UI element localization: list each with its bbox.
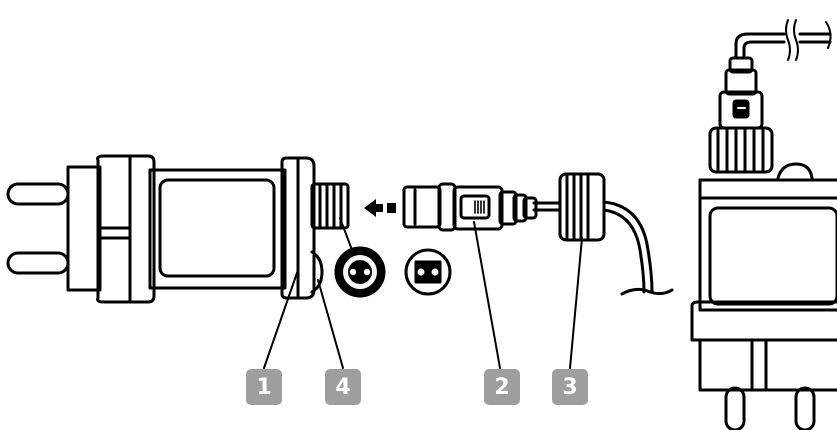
connector-grip	[452, 185, 504, 231]
assembled-label-panel	[708, 206, 837, 306]
power-adapter	[6, 154, 353, 369]
leader-3	[569, 237, 583, 369]
top-cable	[734, 32, 786, 60]
threaded-socket	[310, 182, 350, 230]
plug-pin-top	[6, 182, 70, 206]
plug-face	[66, 165, 102, 292]
chain-cable	[602, 200, 654, 294]
leader-1	[263, 269, 299, 369]
socket-face-icon	[334, 246, 386, 298]
seal-ring	[310, 250, 324, 294]
chain-connector	[402, 172, 674, 369]
callout-badge-2: 2	[484, 369, 520, 405]
assembled-nut	[708, 126, 774, 174]
adapter-label-panel	[158, 178, 276, 278]
assembled-pin-right	[794, 386, 816, 430]
callout-badge-3: 3	[552, 369, 588, 405]
insert-arrow-icon	[364, 199, 396, 217]
connector-tip	[402, 185, 442, 229]
assembled-adapter	[690, 19, 837, 430]
leader-4	[317, 279, 344, 369]
adapter-body	[148, 168, 287, 290]
plug-pin-bottom	[6, 251, 70, 275]
assembled-pin-left	[724, 386, 746, 430]
leader-socket	[339, 217, 353, 251]
callout-badge-1: 1	[246, 369, 282, 405]
connector-window	[459, 194, 491, 220]
callout-badge-4: 4	[325, 369, 361, 405]
plug-collar	[96, 154, 156, 304]
leader-2	[473, 221, 501, 369]
plug-face-icon	[404, 248, 452, 296]
